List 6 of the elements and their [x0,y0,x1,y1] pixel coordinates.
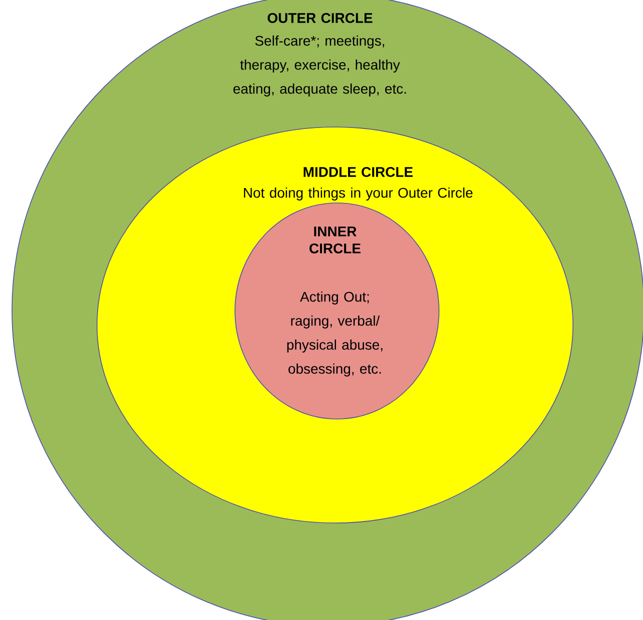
circle-text: Not doing things in your Outer Circle [244,187,472,201]
circle-text: Acting Out; raging, verbal/ physical abuse, obsessing, etc. [287,291,382,377]
circle-heading: INNER CIRCLE [310,226,361,254]
circle-heading: OUTER CIRCLE [268,13,372,23]
circle-heading: MIDDLE CIRCLE [304,167,413,177]
circle-text: Self-care*; meetings, therapy, exercise, healthy eating, adequate sleep, etc. [233,35,406,97]
